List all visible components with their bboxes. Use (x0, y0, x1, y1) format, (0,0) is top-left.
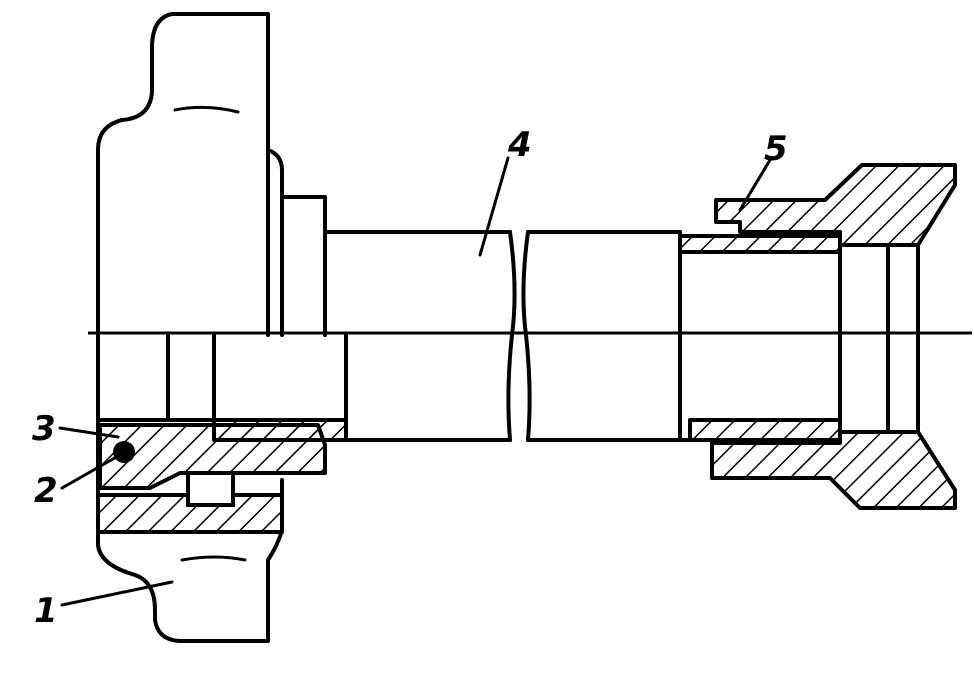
callout-2: 2 (34, 471, 58, 511)
callout-3: 3 (32, 409, 56, 449)
flange-body (96, 12, 327, 643)
leader-lines (58, 156, 772, 607)
callout-5: 5 (764, 129, 788, 169)
right-thread-lower (688, 418, 842, 442)
hose-right-segment (521, 230, 692, 442)
hose-left-segment (323, 230, 517, 442)
nut-lower-section (710, 430, 957, 510)
callout-4: 4 (507, 125, 532, 165)
nut-upper-section (714, 163, 957, 247)
o-ring (113, 441, 135, 463)
callout-1: 1 (34, 591, 58, 631)
left-thread (212, 418, 348, 442)
seal-ring-groove (186, 471, 235, 507)
nut-outline (838, 243, 920, 434)
left-fitting (96, 333, 348, 422)
right-thread-upper (678, 234, 842, 254)
